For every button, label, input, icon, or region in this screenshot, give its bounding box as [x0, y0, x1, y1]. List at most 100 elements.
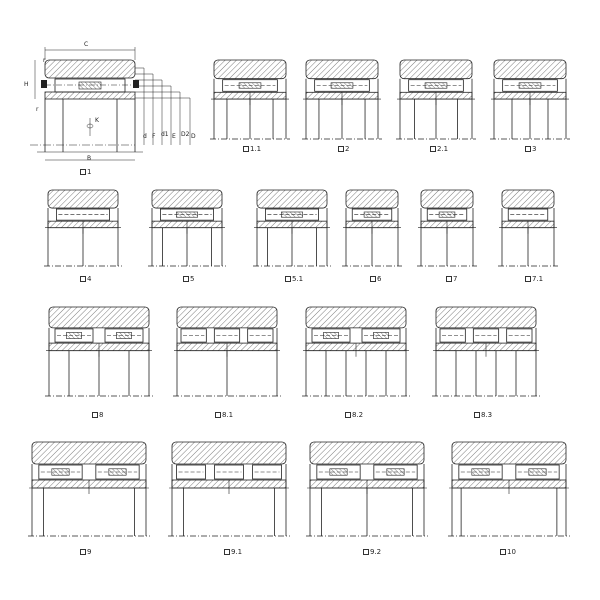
figure-caption-10: 10 [500, 548, 516, 556]
figure-glyph [338, 146, 344, 152]
figure-5-1-drawing [253, 188, 331, 270]
outer-ring [493, 59, 567, 80]
outer-ring [213, 59, 287, 80]
figure-caption-7-1: 7.1 [525, 275, 543, 283]
figure-1-1-drawing [210, 58, 290, 143]
dim-label-r-top: r [43, 57, 46, 64]
figure-glyph [243, 146, 249, 152]
figure-8-1-drawing [173, 305, 281, 400]
figure-caption-4: 4 [80, 275, 91, 283]
figure-glyph [500, 549, 506, 555]
figure-caption-5: 5 [183, 275, 194, 283]
figure-glyph [525, 276, 531, 282]
dim-label-r-bottom: r [36, 106, 39, 113]
figure-8-2-drawing [302, 305, 410, 400]
outer-ring [309, 441, 425, 465]
bearing-section-svg [45, 306, 153, 397]
figure-caption-2-1: 2.1 [430, 145, 448, 153]
cage [330, 82, 354, 89]
cage [51, 468, 70, 476]
bearing-section-svg [302, 306, 410, 397]
outer-ring [256, 189, 328, 209]
figure-caption-5-1: 5.1 [285, 275, 303, 283]
outer-ring [501, 189, 555, 209]
cage [373, 332, 389, 339]
bearing-section-svg [342, 189, 402, 267]
figure-4-drawing [44, 188, 122, 270]
figure-7-1-drawing [498, 188, 558, 270]
figure-caption-6: 6 [370, 275, 381, 283]
cage [363, 211, 381, 218]
figure-caption-8-2: 8.2 [345, 411, 363, 419]
figure-glyph [285, 276, 291, 282]
outer-ring [305, 306, 407, 329]
figure-3-drawing [490, 58, 570, 143]
figure-glyph [80, 169, 86, 175]
cage [518, 82, 542, 89]
bearing-section-svg [28, 441, 150, 537]
figure-glyph [446, 276, 452, 282]
dim-label-h: H [24, 81, 29, 88]
bearing-section-svg [148, 189, 226, 267]
outer-ring [171, 441, 287, 465]
dim-label-dd: D [191, 133, 196, 140]
figure-caption-3: 3 [525, 145, 536, 153]
figure-glyph [224, 549, 230, 555]
outer-ring [47, 189, 119, 209]
outer-ring [451, 441, 567, 465]
figure-glyph [370, 276, 376, 282]
figure-caption-8-3: 8.3 [474, 411, 492, 419]
roller [472, 328, 500, 343]
figure-7-drawing [417, 188, 477, 270]
bearing-section-svg [30, 47, 191, 161]
figure-8-drawing [45, 305, 153, 400]
bearing-section-svg [44, 189, 122, 267]
cage [238, 82, 262, 89]
roller [506, 328, 533, 343]
figure-glyph [525, 146, 531, 152]
outer-ring [435, 306, 537, 329]
figure-glyph [215, 412, 221, 418]
bearing-section-svg [448, 441, 570, 537]
figure-1-drawing [30, 40, 205, 170]
dim-label-k: K [95, 117, 99, 124]
figure-glyph [363, 549, 369, 555]
bearing-section-svg [168, 441, 290, 537]
cage [66, 332, 82, 339]
cage [386, 468, 405, 476]
figure-9-1-drawing [168, 440, 290, 540]
figure-9-2-drawing [306, 440, 428, 540]
outer-ring [48, 306, 150, 329]
dim-label-d2: D2 [181, 131, 190, 138]
outer-ring [176, 306, 278, 329]
bearing-section-svg [432, 306, 540, 397]
dim-label-d1: d1 [161, 131, 169, 138]
roller [213, 328, 241, 343]
roller [247, 328, 274, 343]
outer-ring [420, 189, 474, 209]
figure-caption-8: 8 [92, 411, 103, 419]
cage [323, 332, 339, 339]
figure-5-drawing [148, 188, 226, 270]
cage [108, 468, 127, 476]
bearing-section-svg [417, 189, 477, 267]
outer-ring [151, 189, 223, 209]
bearing-section-svg [173, 306, 281, 397]
cage [471, 468, 490, 476]
cage [176, 211, 198, 218]
bearing-section-svg [490, 59, 570, 140]
bearing-section-svg [210, 59, 290, 140]
figure-2-1-drawing [396, 58, 476, 143]
cage [116, 332, 132, 339]
outer-ring [305, 59, 379, 80]
figure-caption-9: 9 [80, 548, 91, 556]
figure-caption-7: 7 [446, 275, 457, 283]
cage [329, 468, 348, 476]
figure-glyph [345, 412, 351, 418]
dim-label-d: d [143, 133, 147, 140]
figure-glyph [80, 276, 86, 282]
figure-caption-2: 2 [338, 145, 349, 153]
figure-caption-9-1: 9.1 [224, 548, 242, 556]
bearing-section-svg [306, 441, 428, 537]
